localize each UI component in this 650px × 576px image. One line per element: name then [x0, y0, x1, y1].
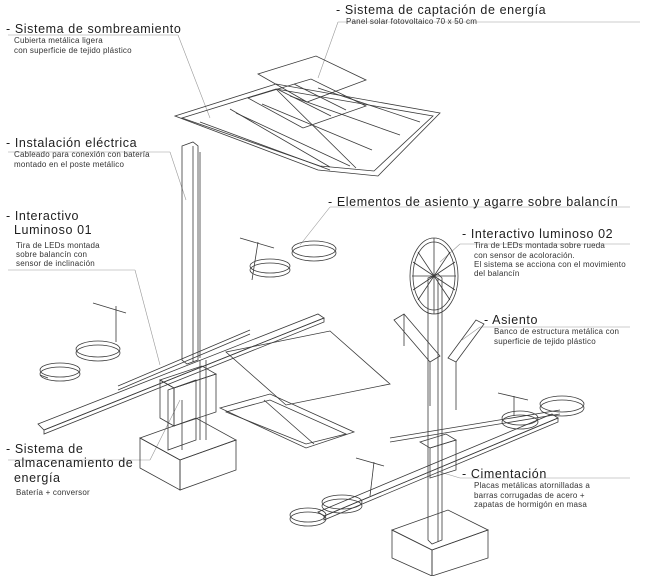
left-seats-shape: [39, 302, 127, 382]
label-interactivo01-title2: Luminoso 01: [14, 223, 93, 238]
right-seats-shape: [289, 392, 585, 527]
label-captacion-title: - Sistema de captación de energía: [336, 3, 547, 17]
label-cimentacion-desc2: barras corrugadas de acero +: [474, 490, 585, 500]
label-almacenamiento-title3: energía: [14, 470, 61, 485]
left-beam-shape: [37, 313, 325, 435]
label-interactivo02: - Interactivo luminoso 02 Tira de LEDs m…: [462, 227, 626, 278]
leader-lines: [8, 21, 640, 479]
label-sombreamiento-title: - Sistema de sombreamiento: [6, 22, 182, 36]
label-electrica-desc2: montado en el poste metálico: [14, 159, 125, 169]
label-cimentacion-title: - Cimentación: [462, 467, 547, 481]
label-interactivo01-desc3: sensor de inclinación: [16, 259, 95, 269]
label-interactivo02-desc4: del balancín: [474, 268, 520, 278]
right-bench-shape: [393, 313, 485, 410]
shade-roof-shape: [173, 83, 441, 177]
label-cimentacion-desc1: Placas metálicas atornilladas a: [474, 481, 591, 491]
left-pole-shape: [181, 141, 201, 365]
label-sombreamiento: - Sistema de sombreamiento Cubierta metá…: [6, 22, 181, 55]
label-interactivo02-title: - Interactivo luminoso 02: [462, 227, 614, 241]
label-asiento-agarre: - Elementos de asiento y agarre sobre ba…: [328, 195, 618, 209]
label-captacion: - Sistema de captación de energía Panel …: [336, 3, 546, 27]
label-interactivo02-desc2: con sensor de acoloración.: [474, 250, 575, 260]
label-almacenamiento-desc1: Batería + conversor: [16, 488, 90, 498]
label-almacenamiento: - Sistema de almacenamiento de energía B…: [6, 442, 133, 497]
label-asiento-desc1: Banco de estructura metálica con: [494, 327, 620, 337]
label-asiento-desc2: superficie de tejido plástico: [494, 336, 596, 346]
label-interactivo01: - Interactivo Luminoso 01 Tira de LEDs m…: [6, 209, 100, 268]
label-electrica-desc1: Cableado para conexión con batería: [14, 150, 150, 160]
wheel-shape: [409, 237, 459, 315]
label-interactivo02-desc3: El sistema se acciona con el movimiento: [474, 259, 626, 269]
label-electrica: - Instalación eléctrica Cableado para co…: [6, 136, 150, 169]
middle-seats-shape: [239, 237, 337, 281]
label-interactivo02-desc1: Tira de LEDs montada sobre rueda: [474, 241, 606, 251]
label-almacenamiento-title1: - Sistema de: [6, 442, 84, 456]
label-asiento: - Asiento Banco de estructura metálica c…: [484, 313, 619, 346]
label-electrica-title: - Instalación eléctrica: [6, 136, 138, 150]
label-interactivo01-title1: - Interactivo: [6, 209, 80, 223]
label-captacion-desc1: Panel solar fotovoltaico 70 x 50 cm: [346, 17, 478, 27]
label-asiento-title: - Asiento: [484, 313, 539, 327]
right-base-shape: [390, 433, 490, 576]
label-almacenamiento-title2: almacenamiento de: [14, 456, 134, 471]
label-interactivo01-desc1: Tira de LEDs montada: [16, 240, 100, 250]
label-asiento-agarre-title: - Elementos de asiento y agarre sobre ba…: [328, 195, 619, 209]
label-cimentacion-desc3: zapatas de hormigón en masa: [474, 499, 588, 509]
middle-bench-shape: [218, 330, 391, 449]
right-pole-shape: [427, 273, 443, 545]
label-sombreamiento-desc2: con superficie de tejido plástico: [14, 45, 132, 55]
label-cimentacion: - Cimentación Placas metálicas atornilla…: [462, 467, 590, 509]
left-base-shape: [139, 360, 237, 491]
label-interactivo01-desc2: sobre balancín con: [16, 249, 88, 259]
label-sombreamiento-desc1: Cubierta metálica ligera: [14, 36, 103, 46]
